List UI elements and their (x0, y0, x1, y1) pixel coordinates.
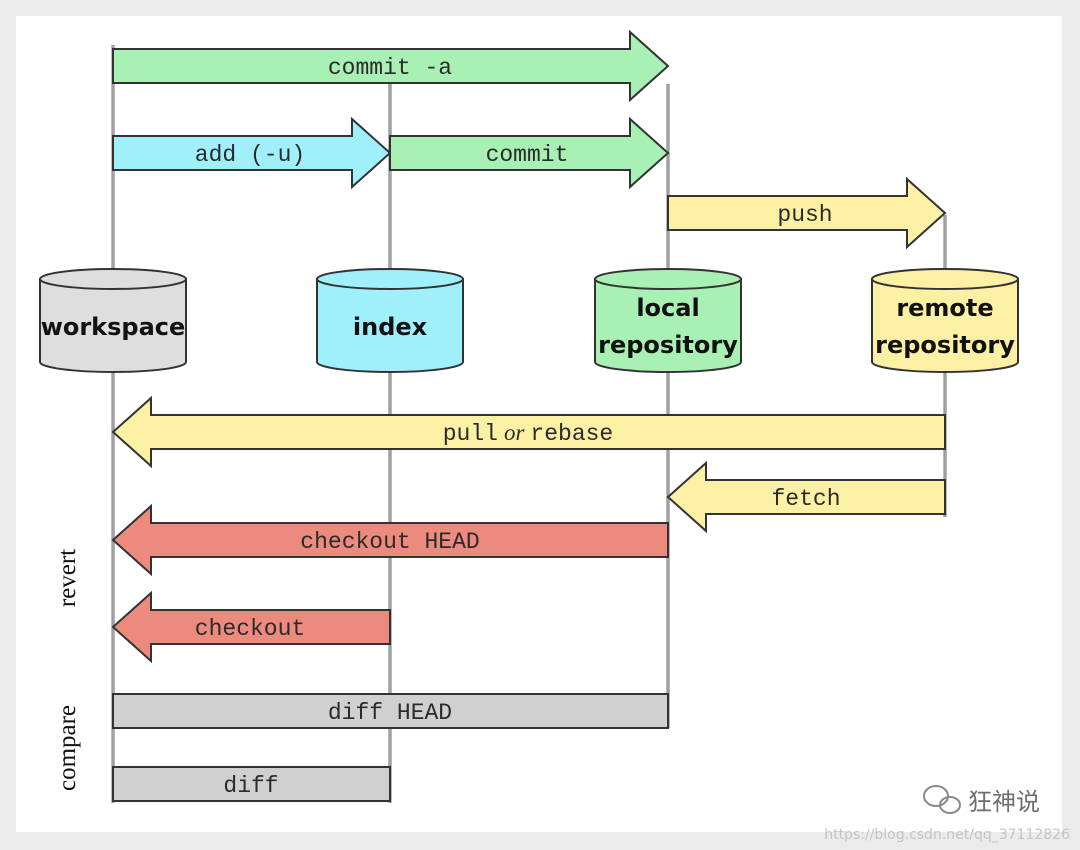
diff-bar-shape (112, 766, 391, 802)
commit-arrow: commit (389, 116, 670, 190)
remote-repository-cylinder-body (871, 278, 1019, 373)
index-cylinder-top (316, 268, 464, 290)
commit-a-arrow: commit -a (112, 29, 670, 103)
checkout-label: checkout (195, 616, 305, 642)
workspace-cylinder: workspace (39, 268, 187, 373)
wechat-icon-bubble-large (923, 785, 949, 807)
local-repository-cylinder-body (594, 278, 742, 373)
pull-label: pull (443, 421, 498, 447)
index-cylinder: index (316, 268, 464, 373)
checkout-arrow: checkout (111, 590, 391, 664)
diff-head-label: diff HEAD (328, 700, 452, 726)
checkout-arrow-shape (111, 590, 391, 664)
local-repository-label-line1: local (636, 294, 699, 322)
fetch-arrow-shape (666, 460, 946, 534)
add-label: add (-u) (195, 142, 305, 168)
or-label: or (504, 420, 526, 445)
index-cylinder-body (316, 278, 464, 373)
checkout-head-arrow: checkout HEAD (111, 503, 669, 577)
revert-label: revert (54, 549, 81, 607)
watermark-url: https://blog.csdn.net/qq_37112826 (824, 827, 1070, 843)
push-arrow-shape (667, 176, 947, 250)
commit-a-label: commit -a (328, 55, 452, 81)
local-repository-cylinder: local repository (594, 268, 742, 373)
diff-label: diff (223, 773, 278, 799)
local-repository-label-line2: repository (598, 331, 738, 359)
diff-bar: diff (112, 766, 391, 802)
diff-head-bar-shape (112, 693, 669, 729)
push-label: push (777, 202, 832, 228)
add-arrow-shape (112, 116, 392, 190)
checkout-head-arrow-shape (111, 503, 669, 577)
local-repository-cylinder-top (594, 268, 742, 290)
fetch-arrow: fetch (666, 460, 946, 534)
workspace-cylinder-body (39, 278, 187, 373)
commit-arrow-shape (389, 116, 670, 190)
remote-repository-label-line2: repository (875, 331, 1015, 359)
remote-repository-cylinder-top (871, 268, 1019, 290)
wechat-icon-bubble-small (939, 796, 961, 814)
watermark-name: 狂神说 (968, 788, 1040, 816)
index-label: index (353, 313, 428, 341)
wechat-icon (923, 785, 961, 814)
rebase-label: rebase (530, 421, 613, 447)
commit-a-arrow-shape (112, 29, 670, 103)
add-arrow: add (-u) (112, 116, 392, 190)
pull-rebase-arrow-shape (111, 395, 946, 469)
fetch-label: fetch (771, 486, 840, 512)
workspace-cylinder-top (39, 268, 187, 290)
remote-repository-label-line1: remote (896, 294, 993, 322)
compare-label: compare (54, 705, 81, 791)
commit-label: commit (486, 142, 569, 168)
checkout-head-label: checkout HEAD (300, 529, 479, 555)
workspace-label: workspace (41, 313, 186, 341)
diff-head-bar: diff HEAD (112, 693, 669, 729)
push-arrow: push (667, 176, 947, 250)
remote-repository-cylinder: remote repository (871, 268, 1019, 373)
